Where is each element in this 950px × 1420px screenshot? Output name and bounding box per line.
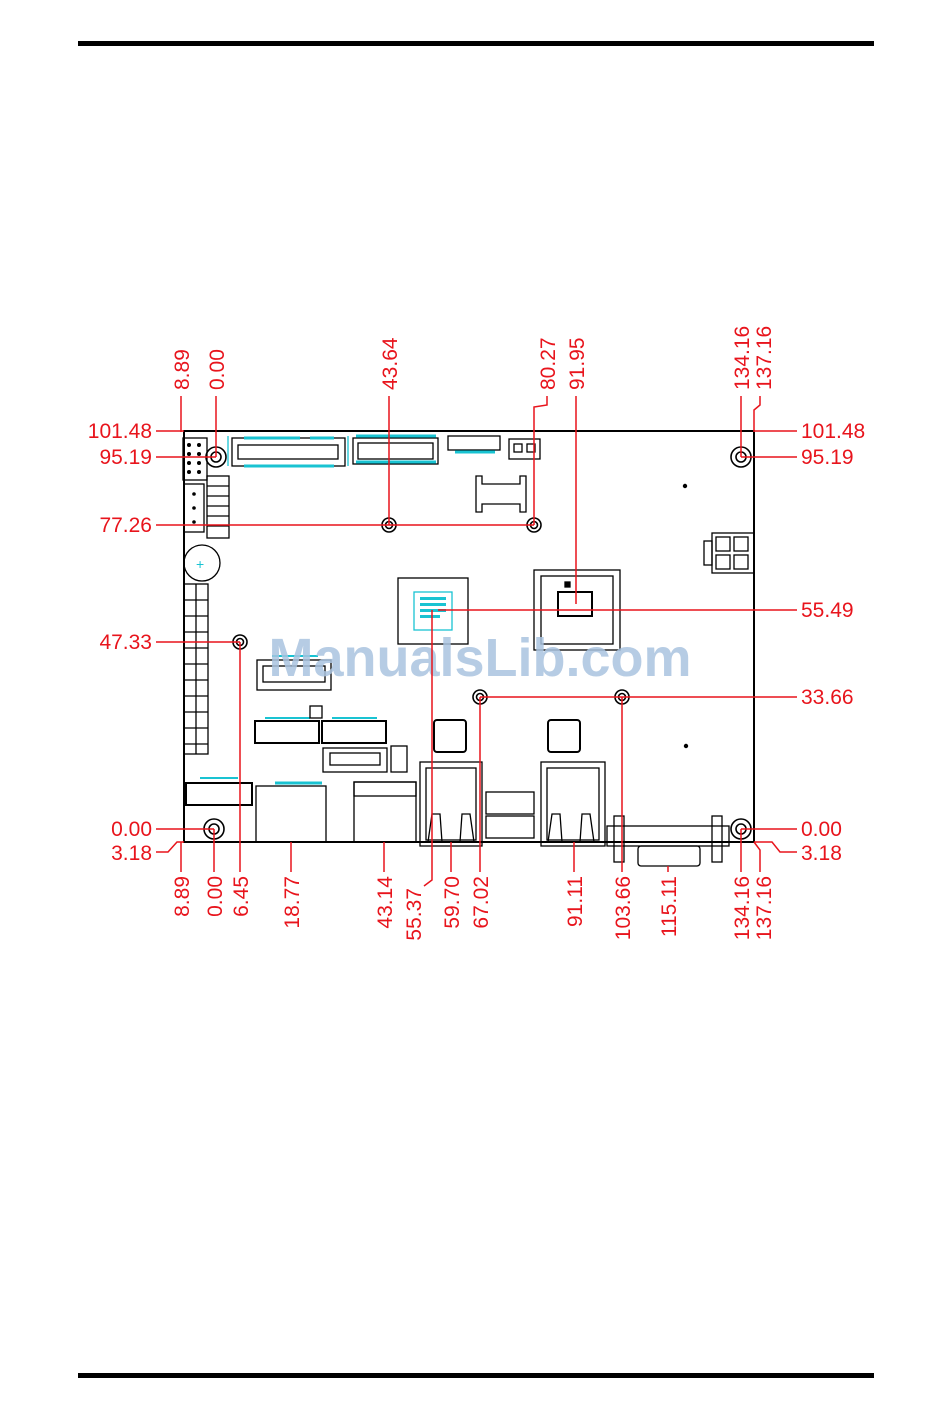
dim-right-33-66: 33.66 [801,686,854,709]
usb-header-left [255,718,319,743]
watermark-text: ManualsLib.com [268,628,691,688]
dim-bottom-59-70: 59.70 [441,876,464,929]
dim-bottom-18-77: 18.77 [281,876,304,929]
fan-header-top [509,439,540,459]
power-connector [704,533,754,573]
audio-jack [354,782,416,842]
dim-right-55-49: 55.49 [801,599,854,622]
memory-slot [228,436,348,466]
dim-right-0-00: 0.00 [801,818,842,841]
dim-bottom-6-45: 6.45 [230,876,253,917]
dim-top-8-89: 8.89 [171,349,194,390]
fiducial-bottom [684,744,688,748]
dim-top-91-95: 91.95 [566,337,589,390]
fiducial-top [683,484,687,488]
dim-bottom-0-00: 0.00 [204,876,227,917]
usb-header-right [322,718,386,743]
dim-top-0-00: 0.00 [206,349,229,390]
dim-right-101-48: 101.48 [801,420,865,443]
lan-chip-right [548,720,580,752]
dim-bottom-137-16: 137.16 [753,876,776,940]
rj45-left [420,762,482,846]
rj45-right [541,762,605,846]
dim-top-137-16: 137.16 [753,326,776,390]
dim-top-43-64: 43.64 [379,337,402,390]
jumper [310,706,322,718]
svg-text:+: + [196,556,204,572]
dim-left-95-19: 95.19 [99,446,152,469]
pin-header-long [184,584,208,754]
dim-right-3-18: 3.18 [801,842,842,865]
dim-left-0-00: 0.00 [111,818,152,841]
dim-bottom-43-14: 43.14 [374,876,397,929]
inductor [476,476,526,512]
lvds-connector [353,436,438,464]
battery: + [184,545,220,581]
header-left-upper [184,476,229,538]
dim-right-95-19: 95.19 [801,446,854,469]
dim-left-47-33: 47.33 [99,631,152,654]
sata-connector [323,746,407,772]
dim-top-134-16: 134.16 [731,326,754,390]
dim-bottom-67-02: 67.02 [470,876,493,929]
dim-bottom-103-66: 103.66 [612,876,635,940]
dim-bottom-134-16: 134.16 [731,876,754,940]
usb-twin [486,792,534,838]
com-header [186,778,252,805]
dim-left-101-48: 101.48 [88,420,152,443]
chipset-markings [420,597,446,618]
dim-bottom-8-89: 8.89 [171,876,194,917]
dim-bottom-91-11: 91.11 [564,876,587,927]
usb-stack [256,783,326,842]
dim-bottom-115-11: 115.11 [658,876,681,937]
lan-chip-left [434,720,466,752]
dim-bottom-55-37: 55.37 [403,888,426,941]
dim-left-77-26: 77.26 [99,514,152,537]
dim-left-3-18: 3.18 [111,842,152,865]
dim-top-80-27: 80.27 [537,337,560,390]
wafer-connector-top [448,436,500,452]
header-top-left [183,438,207,480]
